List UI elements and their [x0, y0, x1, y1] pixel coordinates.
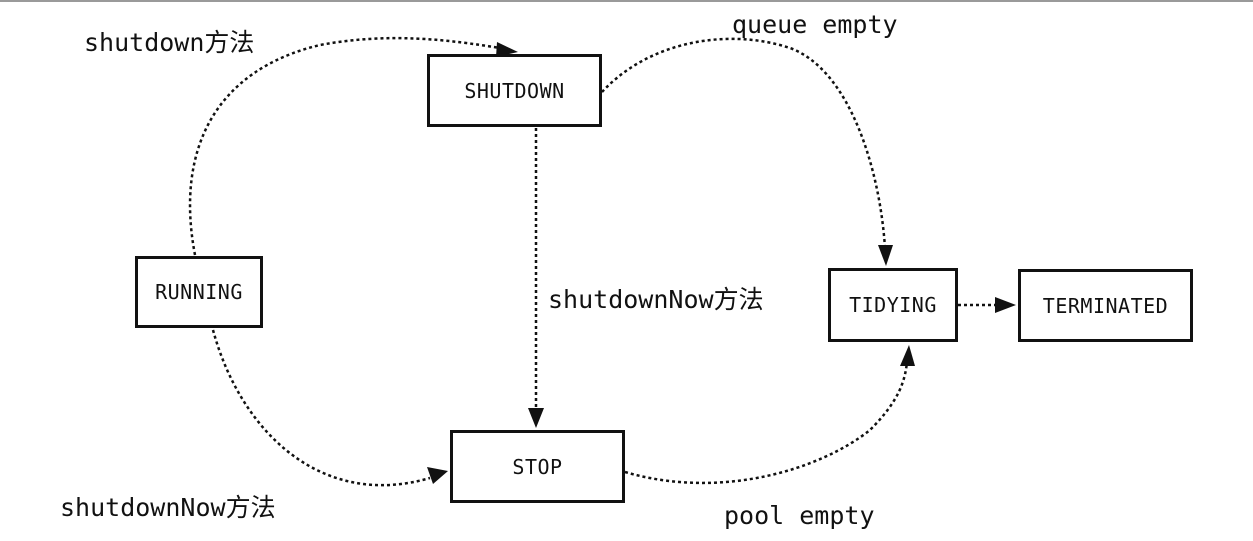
node-terminated: TERMINATED	[1018, 269, 1193, 342]
arrowhead-stop-top	[528, 408, 544, 428]
label-shutdown-to-stop: shutdownNow方法	[548, 285, 764, 314]
label-running-to-shutdown: shutdown方法	[84, 28, 255, 57]
edge-shutdown-tidying	[601, 37, 887, 249]
node-shutdown-label: SHUTDOWN	[464, 78, 565, 103]
label-running-to-stop: shutdownNow方法	[60, 493, 276, 522]
edge-running-stop	[211, 329, 431, 487]
arrowhead-tidying-bottom	[900, 345, 915, 366]
node-stop: STOP	[450, 430, 625, 503]
arrowhead-shutdown	[496, 42, 518, 57]
node-running: RUNNING	[135, 256, 263, 328]
edge-stop-tidying	[624, 361, 909, 485]
node-running-label: RUNNING	[155, 280, 243, 304]
arrowhead-terminated	[995, 297, 1016, 313]
node-tidying-label: TIDYING	[849, 293, 937, 317]
arrowhead-stop-left	[427, 467, 448, 484]
node-terminated-label: TERMINATED	[1042, 293, 1169, 318]
top-divider	[0, 0, 1253, 2]
edge-running-shutdown	[188, 36, 501, 256]
label-stop-to-tidying: pool empty	[724, 501, 875, 530]
arrowhead-tidying-top	[878, 245, 893, 266]
node-tidying: TIDYING	[828, 268, 958, 342]
node-stop-label: STOP	[512, 454, 563, 479]
node-shutdown: SHUTDOWN	[427, 54, 602, 127]
label-shutdown-to-tidying: queue empty	[732, 10, 898, 39]
